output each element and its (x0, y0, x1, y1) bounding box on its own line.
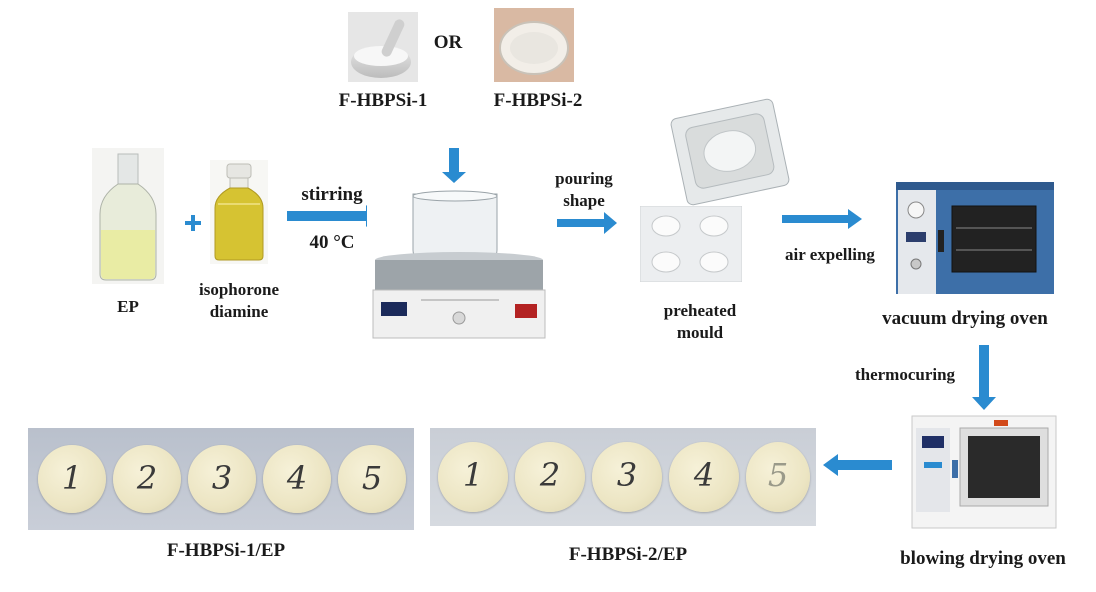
sample-disc: 5 (746, 442, 810, 512)
amine-bottle-photo (210, 160, 268, 264)
mortar-photo (348, 12, 418, 82)
arrow-stirring (287, 205, 379, 227)
sample-number: 1 (61, 459, 83, 497)
dish-photo (494, 8, 574, 82)
pouring-label-line2: shape (563, 191, 605, 210)
sample-number: 3 (616, 456, 638, 494)
sample-disc: 3 (592, 442, 662, 512)
sample-disc: 1 (438, 442, 508, 512)
arrow-down-to-beaker (442, 148, 466, 183)
sample-disc: 2 (515, 442, 585, 512)
amine-label-line1: isophorone (199, 280, 279, 299)
sample-set-1-label: F-HBPSi-1/EP (166, 540, 286, 561)
pouring-label-line1: pouring (555, 169, 613, 188)
sample-disc: 3 (188, 445, 256, 513)
sample-set-1-photo: 1 2 3 4 5 (28, 428, 414, 530)
stirring-label: stirring (301, 184, 363, 205)
air-expelling-label: air expelling (785, 245, 875, 264)
amine-label-line2: diamine (209, 302, 269, 321)
sample-disc: 5 (338, 445, 406, 513)
silicone-mould-photo (668, 96, 793, 208)
sample-disc: 2 (113, 445, 181, 513)
sample-number: 5 (767, 456, 789, 494)
sample-number: 4 (693, 456, 715, 494)
thermocuring-label: thermocuring (854, 365, 956, 384)
or-label: OR (433, 32, 463, 53)
preheated-mould-photo (640, 206, 742, 282)
sample-number: 3 (211, 459, 233, 497)
mould-label-line2: mould (676, 323, 724, 342)
sample-number: 2 (539, 456, 561, 494)
sample-disc: 4 (669, 442, 739, 512)
sample-number: 4 (286, 459, 308, 497)
sample-number: 1 (462, 456, 484, 494)
ep-label: EP (117, 297, 139, 316)
option2-label: F-HBPSi-2 (493, 90, 583, 111)
sample-number: 2 (136, 459, 158, 497)
sample-number: 5 (361, 459, 383, 497)
arrow-pouring (557, 212, 617, 234)
vacuum-oven-label: vacuum drying oven (882, 308, 1048, 329)
mould-label-line1: preheated (663, 301, 737, 320)
arrow-to-samples (823, 454, 892, 476)
option1-label: F-HBPSi-1 (338, 90, 428, 111)
blowing-oven-photo (910, 414, 1058, 532)
sample-disc: 1 (38, 445, 106, 513)
vacuum-oven-photo (894, 176, 1056, 300)
magnetic-stirrer-photo (367, 188, 547, 344)
ep-bottle-photo (92, 148, 164, 284)
sample-set-2-label: F-HBPSi-2/EP (568, 544, 688, 565)
sample-disc: 4 (263, 445, 331, 513)
sample-set-2-photo: 1 2 3 4 5 (430, 428, 816, 526)
temperature-label: 40 °C (309, 232, 355, 253)
blowing-oven-label: blowing drying oven (900, 548, 1066, 569)
arrow-thermocuring (972, 345, 996, 410)
arrow-air-expelling (782, 209, 862, 229)
